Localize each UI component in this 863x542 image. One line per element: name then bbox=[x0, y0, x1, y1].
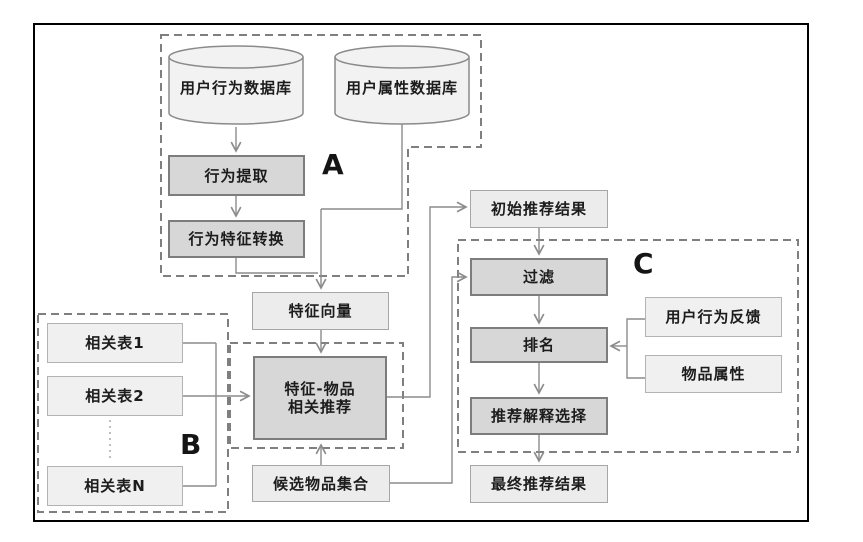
arrow-candidates-to-filter bbox=[390, 271, 468, 484]
node-related-table-2: 相关表2 bbox=[47, 376, 183, 416]
line-related-tables-collector bbox=[183, 342, 217, 487]
node-initial-result: 初始推荐结果 bbox=[470, 190, 608, 228]
node-related-table-1: 相关表1 bbox=[47, 323, 183, 363]
line-convert-join bbox=[235, 258, 318, 274]
arrow-feature-item-to-initial-result bbox=[387, 201, 468, 398]
node-rank: 排名 bbox=[470, 327, 608, 363]
feature-item-dashed-outline bbox=[229, 342, 404, 449]
section-b-outline bbox=[37, 313, 229, 513]
section-c-outline bbox=[457, 239, 799, 453]
section-a-outline bbox=[160, 34, 482, 277]
user-attr-db-cylinder bbox=[334, 45, 470, 125]
node-user-behavior-db: 用户行为数据库 bbox=[179, 79, 292, 97]
node-item-attr: 物品属性 bbox=[645, 355, 782, 393]
line-attrdb-down-left bbox=[321, 124, 403, 210]
node-feature-item-recommend: 特征-物品 相关推荐 bbox=[253, 356, 387, 440]
node-explain-select: 推荐解释选择 bbox=[470, 397, 608, 435]
node-final-result: 最终推荐结果 bbox=[470, 465, 608, 503]
node-behavior-extract: 行为提取 bbox=[168, 155, 305, 196]
line-feedback-bracket bbox=[626, 318, 645, 379]
node-candidate-items: 候选物品集合 bbox=[252, 465, 390, 502]
node-feature-item-recommend-line1: 特征-物品 bbox=[284, 380, 356, 398]
section-c-label: C bbox=[633, 247, 654, 280]
node-user-attr-db: 用户属性数据库 bbox=[345, 79, 458, 97]
section-b-label: B bbox=[180, 428, 202, 461]
section-a-label: A bbox=[322, 148, 344, 181]
node-behavior-feature-convert: 行为特征转换 bbox=[168, 220, 305, 258]
node-related-table-n: 相关表N bbox=[47, 466, 183, 506]
node-feature-item-recommend-line2: 相关推荐 bbox=[287, 398, 352, 416]
node-behavior-feedback: 用户行为反馈 bbox=[645, 297, 782, 337]
node-filter: 过滤 bbox=[470, 258, 608, 296]
user-behavior-db-cylinder bbox=[168, 45, 304, 125]
node-feature-vector: 特征向量 bbox=[252, 292, 389, 330]
